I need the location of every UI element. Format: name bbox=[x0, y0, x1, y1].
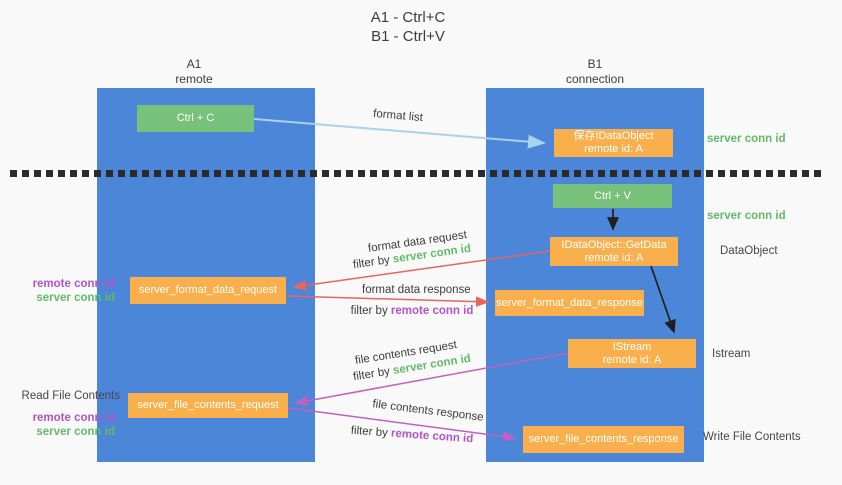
label-remote-conn-id-left: remote conn id bbox=[32, 278, 115, 290]
node-server-format-data-response: server_format_data_response bbox=[495, 290, 644, 316]
title-line-1: A1 - Ctrl+C bbox=[370, 9, 446, 26]
filter-by-text: filter by bbox=[350, 424, 389, 440]
node-ctrl-c: Ctrl + C bbox=[137, 105, 254, 132]
node-format-response-label: server_format_data_response bbox=[496, 296, 643, 309]
label-filter-by-remote-conn-id-1: filter by remote conn id bbox=[342, 305, 482, 317]
label-write-file-contents: Write File Contents bbox=[703, 431, 801, 443]
lane-header-a1: A1 remote bbox=[85, 57, 303, 87]
machine-separator-dotted-line bbox=[10, 170, 826, 177]
lane-a1-name: A1 bbox=[186, 57, 202, 71]
lane-header-b1: B1 connection bbox=[486, 57, 704, 87]
node-save-idataobject-line1: 保存IDataObject bbox=[573, 130, 654, 142]
node-ctrl-v-label: Ctrl + V bbox=[594, 189, 631, 202]
label-read-file-contents: Read File Contents bbox=[21, 390, 120, 402]
label-format-data-response: format data response bbox=[362, 284, 471, 296]
arrow-format-data-response bbox=[286, 295, 490, 307]
node-server-file-contents-request: server_file_contents_request bbox=[128, 393, 288, 418]
diagram-title: A1 - Ctrl+C B1 - Ctrl+V bbox=[0, 8, 816, 46]
node-ctrl-c-label: Ctrl + C bbox=[176, 112, 215, 124]
remote-conn-id-text: remote conn id bbox=[390, 427, 474, 446]
label-server-conn-id-top-right: server conn id bbox=[707, 133, 786, 145]
label-left-conn-ids: remote conn id server conn id bbox=[10, 277, 115, 305]
label-format-list: format list bbox=[372, 107, 424, 125]
label-remote-conn-id-bottom: remote conn id bbox=[32, 412, 115, 424]
node-server-file-contents-response: server_file_contents_response bbox=[523, 426, 684, 453]
node-getdata-line1: IDataObject::GetData bbox=[561, 238, 667, 251]
node-istream-line1: IStream bbox=[612, 340, 652, 353]
label-server-conn-id-mid-right: server conn id bbox=[707, 210, 786, 222]
remote-conn-id-text: remote conn id bbox=[390, 305, 474, 317]
label-bottom-conn-ids: remote conn id server conn id bbox=[15, 411, 115, 439]
node-istream: IStream remote id: A bbox=[568, 339, 696, 368]
label-filter-by-remote-conn-id-2: filter by remote conn id bbox=[342, 424, 482, 446]
filter-by-text: filter by bbox=[352, 365, 391, 384]
node-istream-line2: remote id: A bbox=[602, 353, 662, 366]
label-dataobject: DataObject bbox=[720, 245, 778, 257]
node-file-request-label: server_file_contents_request bbox=[137, 399, 279, 411]
lane-b1-subtitle: connection bbox=[565, 72, 625, 86]
node-format-request-label: server_format_data_request bbox=[138, 284, 278, 296]
node-file-response-label: server_file_contents_response bbox=[528, 433, 679, 445]
node-ctrl-v: Ctrl + V bbox=[553, 184, 672, 208]
label-server-conn-id-bottom: server conn id bbox=[36, 426, 115, 438]
lane-b1-name: B1 bbox=[587, 57, 603, 71]
lane-a1-subtitle: remote bbox=[175, 72, 213, 86]
label-istream: Istream bbox=[712, 348, 751, 360]
label-file-contents-response: file contents response bbox=[371, 398, 485, 424]
node-save-idataobject-line2: remote id: A bbox=[584, 143, 643, 155]
node-idataobject-getdata: IDataObject::GetData remote id: A bbox=[550, 237, 678, 266]
title-line-2: B1 - Ctrl+V bbox=[371, 28, 445, 45]
node-server-format-data-request: server_format_data_request bbox=[130, 277, 286, 304]
label-server-conn-id-left: server conn id bbox=[36, 292, 115, 304]
filter-by-text: filter by bbox=[350, 305, 388, 317]
filter-by-text: filter by bbox=[352, 254, 391, 272]
node-save-idataobject: 保存IDataObject remote id: A bbox=[554, 129, 673, 157]
node-getdata-line2: remote id: A bbox=[584, 251, 644, 264]
